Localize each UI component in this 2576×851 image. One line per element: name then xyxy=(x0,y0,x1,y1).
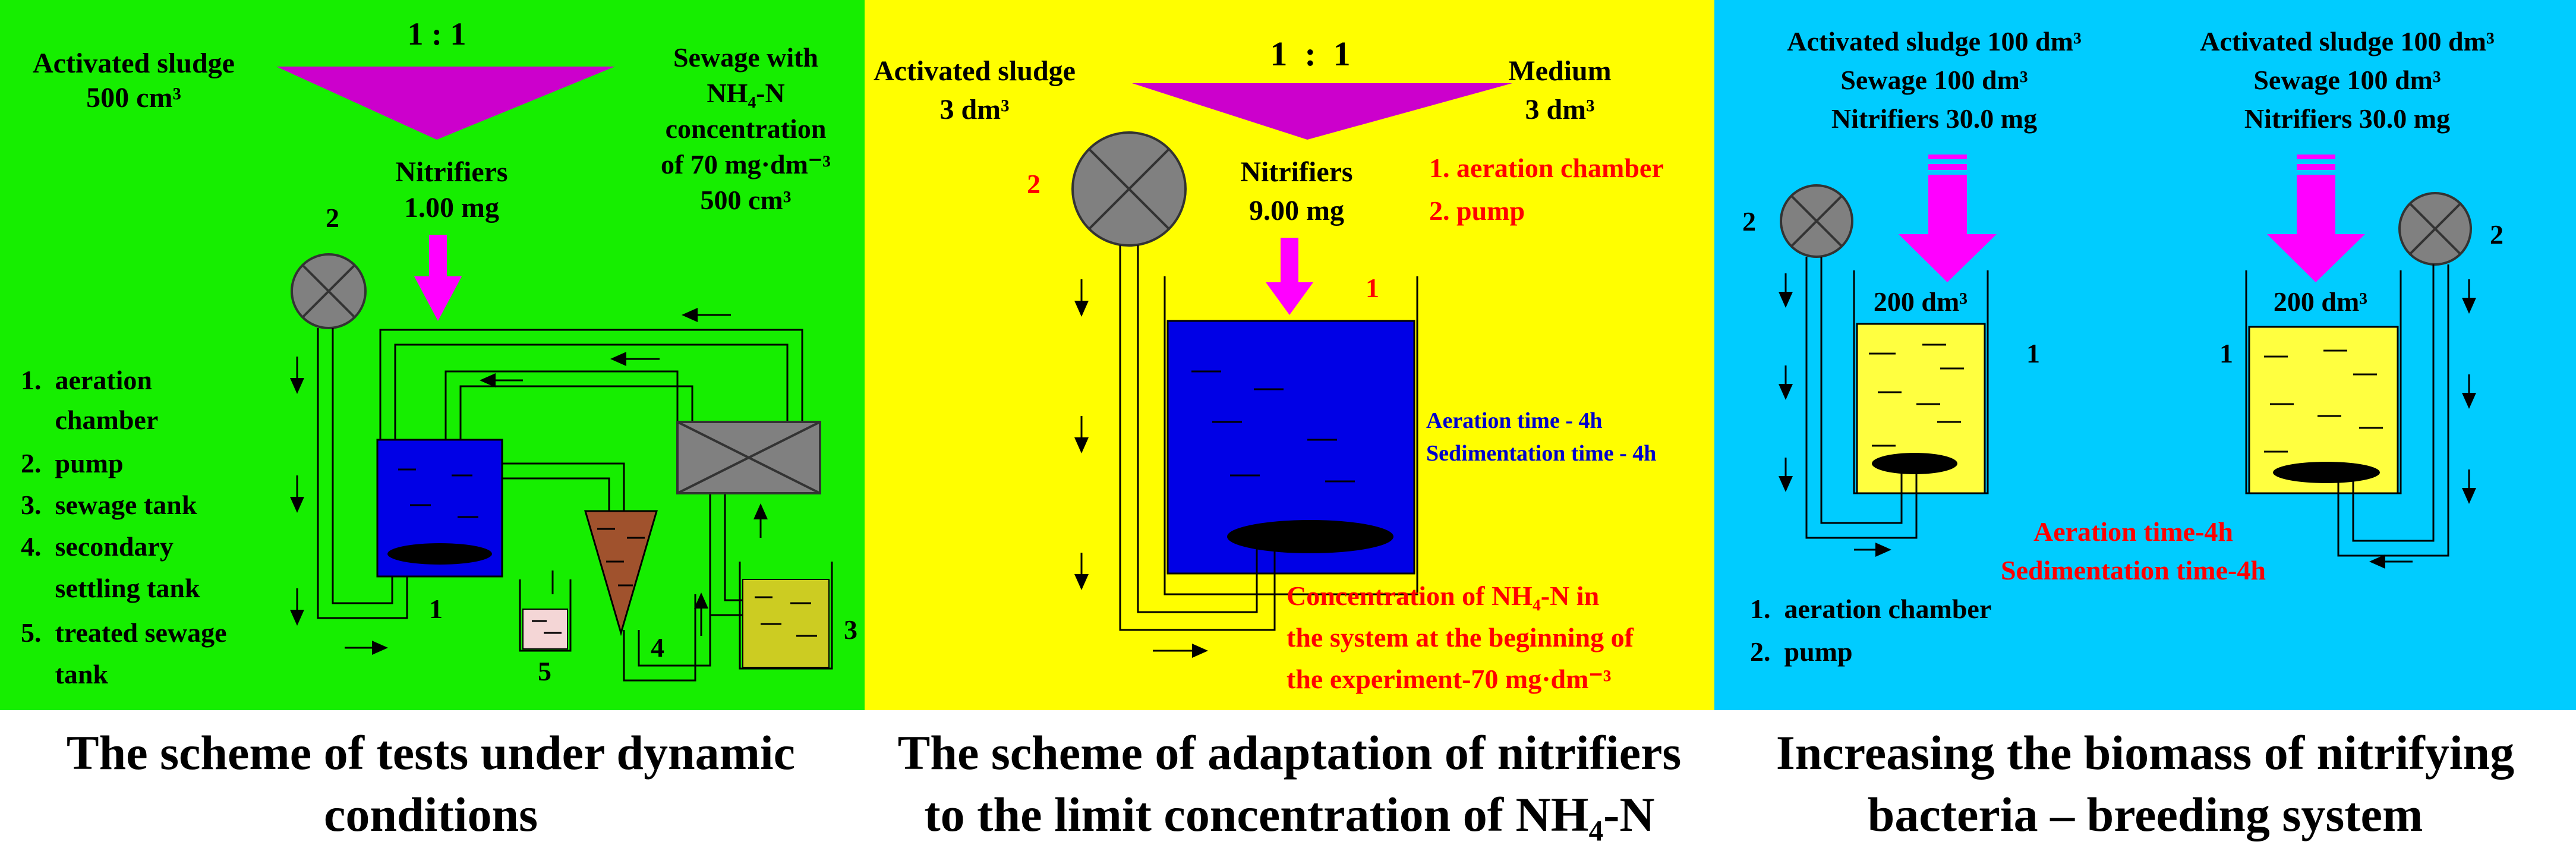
sewage-label: Sewage with xyxy=(673,42,818,73)
legend-item-5: 5. treated sewage xyxy=(21,617,227,648)
sewage-tank xyxy=(739,562,833,670)
panel-breeding: Activated sludge 100 dm³ Sewage 100 dm³ … xyxy=(1742,26,2504,667)
medium-label: Medium xyxy=(1508,55,1611,87)
tank-wall xyxy=(1164,276,1418,595)
sewage-volume: 500 cm³ xyxy=(700,185,791,215)
legend-item-3: 3. sewage tank xyxy=(21,490,197,520)
pump-icon-right xyxy=(2398,192,2472,266)
legend-item-2: 2. pump xyxy=(21,448,124,478)
label-4: 4 xyxy=(651,632,664,663)
mixing-funnel xyxy=(276,67,615,140)
legend-item-1b: chamber xyxy=(21,405,158,435)
activated-sludge-label: Activated sludge xyxy=(874,55,1076,87)
dosing-arrow-left xyxy=(1899,155,1997,282)
mixing-funnel xyxy=(1132,83,1512,140)
right-sludge-label: Activated sludge 100 dm³ xyxy=(2200,26,2495,56)
pipes xyxy=(1805,257,2449,557)
left-tank-volume: 200 dm³ xyxy=(1874,286,1968,317)
concentration-note-line2: the system at the beginning of xyxy=(1287,622,1634,653)
concentration-note-line1: Concentration of NH₄-N in xyxy=(1287,581,1599,611)
legend-item-5b: tank xyxy=(21,659,108,689)
legend: 1. aeration chamber 2. pump 3. sewage ta… xyxy=(21,365,227,689)
panel-dynamic: 1 : 1 Activated sludge 500 cm³ Sewage wi… xyxy=(21,16,857,689)
label-1-left: 1 xyxy=(2026,338,2040,368)
legend-item-4b: settling tank xyxy=(21,573,200,603)
legend-item-2: 2. pump xyxy=(1429,196,1525,226)
label-2: 2 xyxy=(1027,169,1041,199)
flow-arrows xyxy=(1779,273,2476,569)
legend-item-1: 1. aeration chamber xyxy=(1429,153,1664,183)
label-1-right: 1 xyxy=(2219,338,2233,368)
legend-item-2: 2. pump xyxy=(1750,636,1853,667)
label-1: 1 xyxy=(1366,273,1379,303)
label-1: 1 xyxy=(429,594,443,624)
settling-unit-icon xyxy=(676,421,821,494)
caption-adaptation: The scheme of adaptation of nitrifiers t… xyxy=(865,722,1714,846)
label-2: 2 xyxy=(326,203,339,233)
legend-item-1: 1. aeration xyxy=(21,365,152,395)
medium-volume: 3 dm³ xyxy=(1525,94,1594,125)
aeration-time: Aeration time - 4h xyxy=(1426,408,1603,433)
dosing-arrow-right xyxy=(2267,155,2365,282)
left-nitrifiers-label: Nitrifiers 30.0 mg xyxy=(1831,103,2037,134)
caption-dynamic: The scheme of tests under dynamic condit… xyxy=(6,722,856,846)
dosing-arrow xyxy=(1266,238,1313,315)
activated-sludge-volume: 500 cm³ xyxy=(86,82,181,114)
ratio-label: 1 : 1 xyxy=(1270,34,1350,73)
activated-sludge-label: Activated sludge xyxy=(33,48,235,79)
aeration-chamber-tank xyxy=(376,439,503,578)
pump-icon-left xyxy=(1780,184,1853,258)
nitrifiers-amount: 1.00 mg xyxy=(404,192,499,223)
caption-line: The scheme of adaptation of nitrifiers xyxy=(897,726,1682,780)
secondary-settling-tank xyxy=(584,510,658,636)
right-sewage-label: Sewage 100 dm³ xyxy=(2253,65,2441,95)
sewage-concentration-value: of 70 mg·dm⁻³ xyxy=(661,149,831,179)
right-tank-volume: 200 dm³ xyxy=(2274,286,2367,317)
aeration-time: Aeration time-4h xyxy=(2033,516,2233,547)
flow-arrows xyxy=(290,308,768,655)
treated-sewage-tank xyxy=(519,579,572,652)
flow-arrows xyxy=(1074,279,1208,658)
caption-line: bacteria – breeding system xyxy=(1867,787,2423,841)
label-3: 3 xyxy=(844,614,857,645)
dosing-arrow xyxy=(414,235,462,321)
legend-item-4: 4. secondary xyxy=(21,531,174,562)
pump-icon xyxy=(291,253,367,329)
sewage-compound: NH₄-N xyxy=(707,78,784,108)
caption-line: conditions xyxy=(324,787,538,841)
right-aeration-chamber xyxy=(2248,326,2399,494)
caption-line: Increasing the biomass of nitrifying xyxy=(1776,726,2515,780)
label-2-right: 2 xyxy=(2490,219,2504,250)
left-aeration-chamber xyxy=(1856,323,1986,494)
caption-line: to the limit concentration of NH₄-N xyxy=(924,787,1655,841)
left-sewage-label: Sewage 100 dm³ xyxy=(1840,65,2028,95)
nitrifiers-label: Nitrifiers xyxy=(395,156,507,188)
pump-icon xyxy=(1071,131,1187,247)
aeration-chamber-tank xyxy=(1166,320,1415,575)
label-2-left: 2 xyxy=(1742,206,1756,237)
panel-adaptation: 1 : 1 Activated sludge 3 dm³ Medium 3 dm… xyxy=(874,34,1664,694)
label-5: 5 xyxy=(538,656,551,686)
sewage-concentration: concentration xyxy=(666,114,827,144)
sedimentation-time: Sedimentation time-4h xyxy=(2001,555,2266,585)
nitrifiers-label: Nitrifiers xyxy=(1240,156,1352,188)
legend-item-1: 1. aeration chamber xyxy=(1750,594,1991,624)
concentration-note-line3: the experiment-70 mg·dm⁻³ xyxy=(1287,664,1612,694)
activated-sludge-volume: 3 dm³ xyxy=(939,94,1009,125)
caption-breeding: Increasing the biomass of nitrifying bac… xyxy=(1720,722,2570,846)
ratio-label: 1 : 1 xyxy=(408,16,466,52)
left-sludge-label: Activated sludge 100 dm³ xyxy=(1787,26,2082,56)
sedimentation-time: Sedimentation time - 4h xyxy=(1426,441,1656,466)
pipes xyxy=(1119,245,1276,631)
caption-line: The scheme of tests under dynamic xyxy=(66,726,796,780)
nitrifiers-amount: 9.00 mg xyxy=(1249,195,1344,226)
right-nitrifiers-label: Nitrifiers 30.0 mg xyxy=(2244,103,2450,134)
